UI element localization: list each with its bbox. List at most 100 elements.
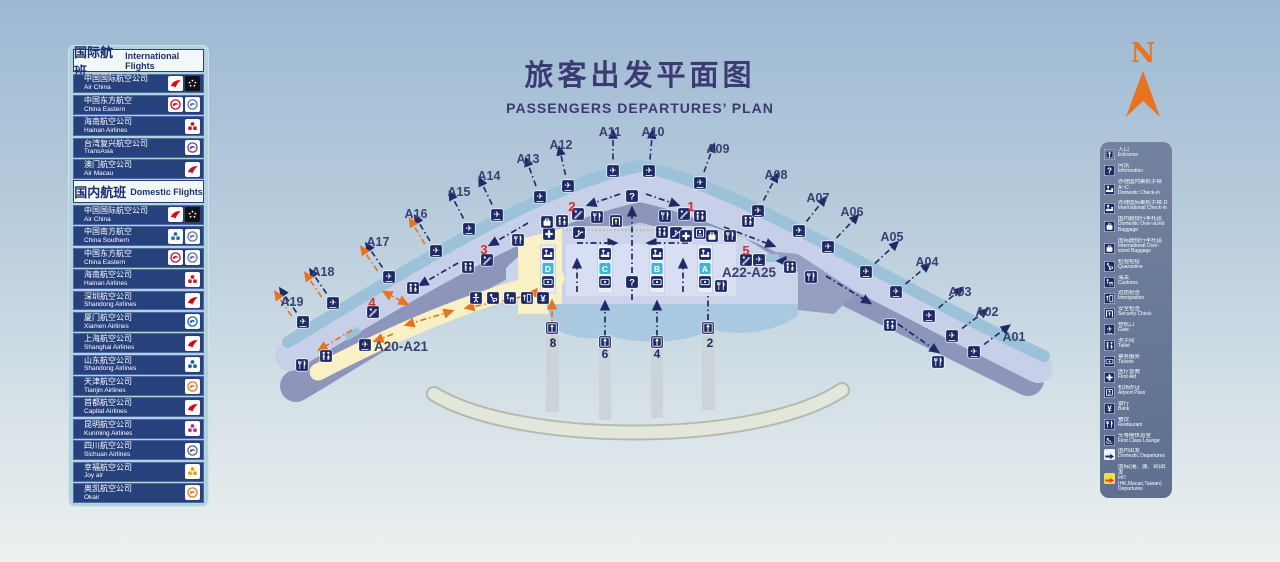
gate-icon — [860, 266, 872, 278]
domestic-flow-arrow — [825, 275, 873, 305]
airline-logo-icon — [185, 250, 200, 266]
gate-label: A07 — [807, 191, 830, 205]
gate-label: A18 — [312, 265, 335, 279]
airline-logos — [168, 228, 200, 244]
gate-label: A01 — [1003, 330, 1026, 344]
gate-icon — [327, 297, 339, 309]
airline-name-zh: 中国东方航空 — [84, 95, 132, 105]
gate-A18: A18 — [303, 265, 339, 309]
entrance-pier — [599, 330, 611, 420]
airside-strip — [282, 159, 1050, 362]
gate-icon — [359, 339, 371, 351]
airline-name-en: Capital Airlines — [84, 408, 127, 416]
checkin-icon — [651, 248, 663, 260]
airline-name-zh: 台湾复兴航空公司 — [84, 138, 148, 148]
airline-logos — [185, 314, 200, 330]
ticket-icon — [542, 276, 554, 288]
airline-name-en: Kunming Airlines — [84, 429, 133, 437]
legend-label-zh: 问讯 — [1118, 162, 1130, 169]
escalator-icon — [573, 227, 585, 239]
airline-logo-icon — [185, 314, 200, 330]
airline-logo-icon — [185, 399, 200, 415]
toilet-icon — [884, 319, 896, 331]
immigration-icon — [521, 292, 533, 304]
section-title-zh: 国内航班 — [74, 185, 127, 201]
airline-logos — [168, 75, 200, 91]
gate-A12: A12 — [550, 138, 575, 192]
gate-arrow — [478, 176, 493, 205]
airline-logos — [168, 97, 200, 113]
compass-north-label: N — [1130, 38, 1156, 69]
gate-arrow — [904, 262, 932, 285]
arrow-intl-icon — [1104, 472, 1115, 484]
gate-A02: A02 — [946, 305, 999, 342]
page-title: 旅客出发平面图 PASSENGERS DEPARTURES’ PLAN — [420, 52, 860, 116]
airline-logo-icon — [185, 464, 200, 480]
airline-name-zh: 厦门航空公司 — [84, 312, 132, 322]
gate-icon — [923, 310, 935, 322]
gate-arrow — [805, 195, 827, 222]
airline-name-en: China Eastern — [84, 258, 126, 266]
bus-bridge — [766, 254, 779, 262]
security-icon — [470, 292, 482, 304]
toilet-icon — [694, 210, 706, 222]
gate-icon — [890, 286, 902, 298]
airline-logos — [185, 378, 200, 394]
gate-icon — [463, 223, 475, 235]
terminal-shapes — [275, 159, 1053, 441]
gate-zone-label: A22-A25 — [722, 265, 777, 280]
gate-A06: A06 — [822, 205, 864, 253]
legend-label-zh: 医疗急救 — [1118, 369, 1141, 376]
gate-A15: A15 — [448, 185, 476, 235]
gate-icon — [694, 177, 706, 189]
entrance-icon — [702, 322, 714, 334]
gate-label: A02 — [976, 305, 999, 319]
gate-zone-label: A20-A21 — [374, 339, 429, 354]
airline-logos — [185, 161, 200, 177]
airline-logos — [168, 250, 200, 266]
island-letter-D: D — [545, 264, 551, 274]
airline-logo-icon — [185, 378, 200, 394]
intl-flow-arrow — [381, 290, 410, 306]
legend-label-en: Bank — [1118, 406, 1130, 413]
legend-label-zh: 登机口 — [1118, 322, 1135, 329]
gate-A01: A01 — [968, 324, 1026, 358]
gate-arrow-intl — [408, 217, 426, 245]
legend-label-en: Domestic Departures — [1118, 453, 1165, 460]
baggage-icon — [706, 230, 718, 242]
gate-A13: A13 — [517, 152, 547, 203]
airline-logo-icon — [185, 75, 200, 91]
restaurant-icon — [715, 280, 727, 292]
airline-name-en: Hainan Airlines — [84, 279, 128, 287]
gate-arrow-intl — [303, 271, 323, 298]
gate-A11: A11 — [599, 125, 621, 177]
legend-label-zh: 入口 — [1118, 147, 1130, 153]
gate-icon — [491, 209, 503, 221]
island-A-box — [699, 263, 711, 274]
gate-icon — [383, 271, 395, 283]
airline-logos — [185, 442, 200, 458]
airline-name-en: TransAsia — [84, 148, 114, 156]
airline-name-en: Air China — [84, 84, 111, 92]
checkin-icon — [599, 248, 611, 260]
